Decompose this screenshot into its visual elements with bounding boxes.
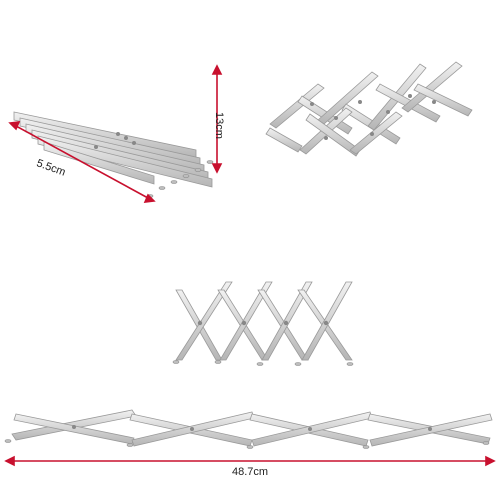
collapsed-rack-view	[8, 6, 223, 203]
fully-extended-rack-view	[4, 358, 496, 467]
closed-rack-front-view	[172, 204, 354, 366]
length-dimension-line	[4, 455, 496, 467]
height-label: 13cm	[213, 112, 225, 139]
half-open-rack-view	[265, 12, 473, 160]
depth-dimension-line	[8, 121, 156, 203]
height-dimension-line	[211, 64, 223, 174]
length-label: 48.7cm	[232, 466, 269, 478]
